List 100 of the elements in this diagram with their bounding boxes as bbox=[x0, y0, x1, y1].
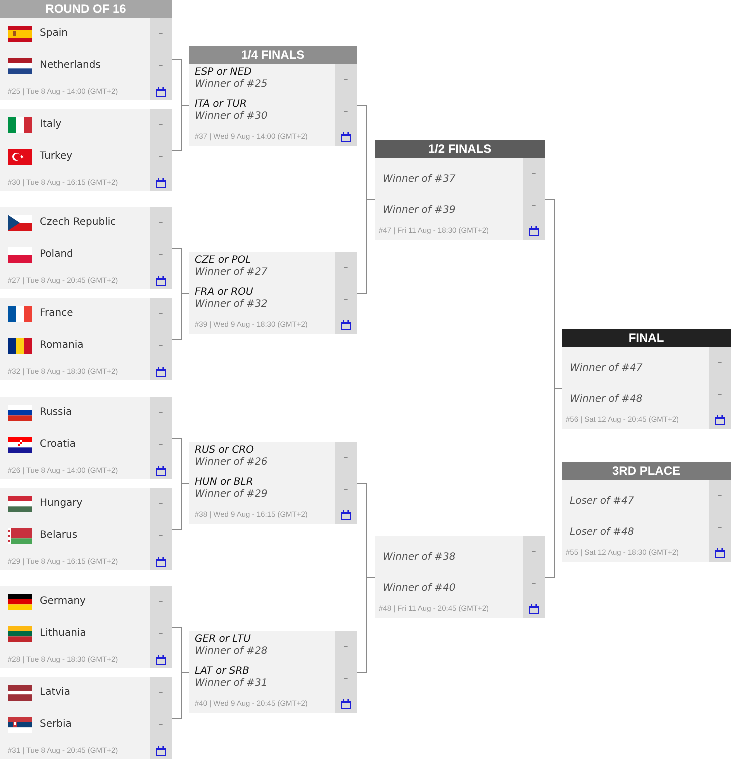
score: – bbox=[532, 546, 536, 558]
qualifier-text: Winner of #30 bbox=[195, 111, 268, 123]
score: – bbox=[158, 719, 164, 731]
qualifier-text: Winner of #28 bbox=[195, 646, 268, 658]
matchup-text: ESP or NED bbox=[195, 67, 252, 79]
bracket-line bbox=[172, 293, 190, 340]
round-header: 1/4 FINALS bbox=[189, 46, 357, 64]
qualifier-text: Winner of #31 bbox=[195, 678, 268, 690]
score: – bbox=[532, 200, 536, 212]
qualifier-text: Winner of #39 bbox=[383, 205, 456, 217]
team-name: Spain bbox=[40, 28, 68, 40]
match-card bbox=[189, 631, 357, 713]
matchup-text: GER or LTU bbox=[195, 634, 251, 646]
score: – bbox=[344, 673, 348, 685]
score: – bbox=[718, 357, 722, 369]
score: – bbox=[158, 687, 164, 699]
round-header: 1/2 FINALS bbox=[375, 140, 545, 158]
score: – bbox=[158, 439, 164, 451]
match-card bbox=[189, 64, 357, 146]
score: – bbox=[158, 628, 164, 640]
round-header: ROUND OF 16 bbox=[0, 0, 172, 18]
score: – bbox=[344, 74, 348, 86]
team-name: Latvia bbox=[40, 687, 70, 699]
qualifier-text: Loser of #48 bbox=[570, 527, 634, 539]
qualifier-text: Winner of #27 bbox=[195, 267, 268, 279]
match-card bbox=[189, 442, 357, 524]
qualifier-text: Winner of #29 bbox=[195, 489, 268, 501]
score: – bbox=[158, 249, 164, 261]
score: – bbox=[344, 262, 348, 274]
score: – bbox=[344, 106, 348, 118]
matchup-text: LAT or SRB bbox=[195, 666, 250, 678]
qualifier-text: Winner of #47 bbox=[570, 363, 643, 375]
team-name: Turkey bbox=[40, 151, 73, 163]
score: – bbox=[344, 294, 348, 306]
team-name: Italy bbox=[40, 119, 62, 131]
team-name: Croatia bbox=[40, 439, 76, 451]
score: – bbox=[718, 490, 722, 502]
qualifier-text: Winner of #40 bbox=[383, 583, 456, 595]
bracket-line bbox=[356, 199, 376, 294]
score: – bbox=[158, 119, 164, 131]
team-name: Russia bbox=[40, 407, 72, 419]
qualifier-text: Loser of #47 bbox=[570, 496, 634, 508]
matchup-text: CZE or POL bbox=[195, 255, 252, 267]
score: – bbox=[344, 641, 348, 653]
match-card bbox=[189, 252, 357, 334]
score: – bbox=[718, 522, 722, 534]
match-card bbox=[0, 207, 172, 289]
score: – bbox=[344, 452, 348, 464]
team-name: Hungary bbox=[40, 498, 83, 510]
qualifier-text: Winner of #32 bbox=[195, 299, 268, 311]
score: – bbox=[532, 578, 536, 590]
team-name: Netherlands bbox=[40, 60, 101, 72]
score: – bbox=[158, 340, 164, 352]
match-card bbox=[0, 397, 172, 479]
team-name: Poland bbox=[40, 249, 74, 261]
match-card bbox=[0, 18, 172, 100]
team-name: Serbia bbox=[40, 719, 72, 731]
match-card bbox=[0, 298, 172, 380]
team-name: Germany bbox=[40, 596, 86, 608]
match-card bbox=[375, 536, 545, 618]
score: – bbox=[344, 484, 348, 496]
qualifier-text: Winner of #37 bbox=[383, 174, 456, 186]
match-card bbox=[375, 158, 545, 240]
score: – bbox=[718, 389, 722, 401]
score: – bbox=[158, 530, 164, 542]
bracket-line bbox=[172, 483, 190, 530]
score: – bbox=[158, 407, 164, 419]
qualifier-text: Winner of #48 bbox=[570, 394, 643, 406]
score: – bbox=[158, 308, 164, 320]
score: – bbox=[158, 151, 164, 163]
match-card bbox=[0, 586, 172, 668]
team-name: Belarus bbox=[40, 530, 78, 542]
team-name: Lithuania bbox=[40, 628, 86, 640]
score: – bbox=[532, 168, 536, 180]
matchup-text: ITA or TUR bbox=[195, 99, 247, 111]
qualifier-text: Winner of #25 bbox=[195, 79, 268, 91]
score: – bbox=[158, 28, 164, 40]
matchup-text: RUS or CRO bbox=[195, 445, 254, 457]
team-name: France bbox=[40, 308, 74, 320]
score: – bbox=[158, 498, 164, 510]
match-card bbox=[0, 488, 172, 570]
match-card bbox=[0, 109, 172, 191]
matchup-text: FRA or ROU bbox=[195, 287, 254, 299]
match-card bbox=[562, 480, 731, 562]
bracket-line bbox=[544, 388, 562, 578]
match-card bbox=[562, 347, 731, 429]
team-name: Czech Republic bbox=[40, 217, 116, 229]
matchup-text: HUN or BLR bbox=[195, 477, 254, 489]
team-name: Romania bbox=[40, 340, 84, 352]
round-header: FINAL bbox=[562, 329, 731, 347]
qualifier-text: Winner of #26 bbox=[195, 457, 268, 469]
bracket-line bbox=[356, 577, 376, 673]
round-header: 3RD PLACE bbox=[562, 462, 731, 480]
bracket-line bbox=[172, 105, 190, 151]
score: – bbox=[158, 217, 164, 229]
score: – bbox=[158, 596, 164, 608]
match-card bbox=[0, 677, 172, 759]
bracket-line bbox=[172, 672, 190, 719]
score: – bbox=[158, 60, 164, 72]
qualifier-text: Winner of #38 bbox=[383, 552, 456, 564]
